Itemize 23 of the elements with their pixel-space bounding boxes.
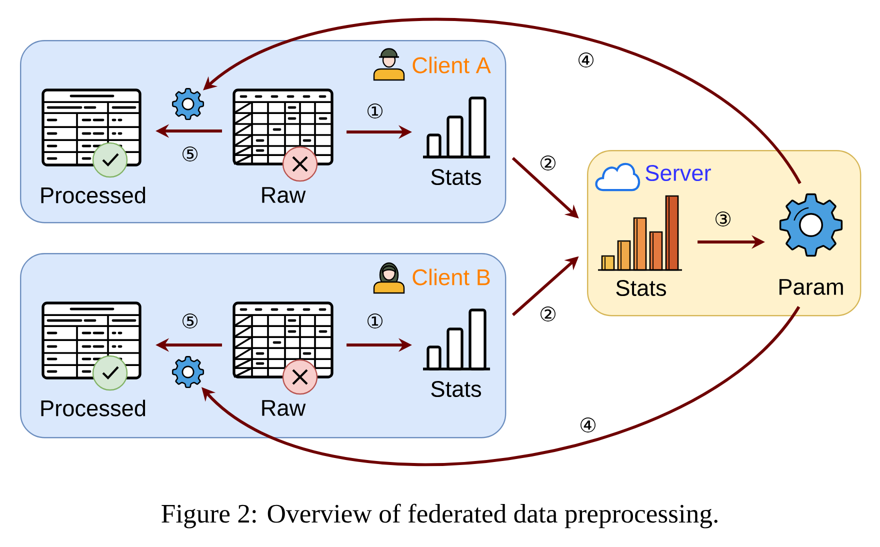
node-label: Processed [41, 400, 146, 416]
node-label: Stats [431, 168, 482, 186]
edge-label: ⑤ [182, 146, 198, 162]
edge-label: ② [540, 306, 556, 322]
edge-label: ④ [578, 52, 594, 68]
node-label: Stats [431, 380, 482, 398]
edge-label: ④ [580, 418, 596, 432]
node-label: Raw [262, 400, 306, 416]
panel-title: Client A [412, 56, 491, 74]
node-label: Stats [616, 280, 666, 296]
node-label: Raw [262, 187, 306, 203]
panel-title: Client B [412, 268, 490, 286]
edge-label: ⑤ [182, 314, 198, 328]
figure-caption: Figure 2: Overview of federated data preprocessing. [162, 504, 718, 528]
gear-icon [172, 88, 204, 120]
node-label: Processed [41, 186, 146, 204]
panel-title: Server [646, 164, 711, 182]
node-label: Param [780, 279, 843, 295]
gear-icon [172, 356, 204, 388]
edge-label: ③ [716, 212, 730, 226]
edge-label: ① [368, 104, 382, 118]
edge-label: ② [540, 156, 556, 170]
edge-label: ① [368, 314, 382, 328]
